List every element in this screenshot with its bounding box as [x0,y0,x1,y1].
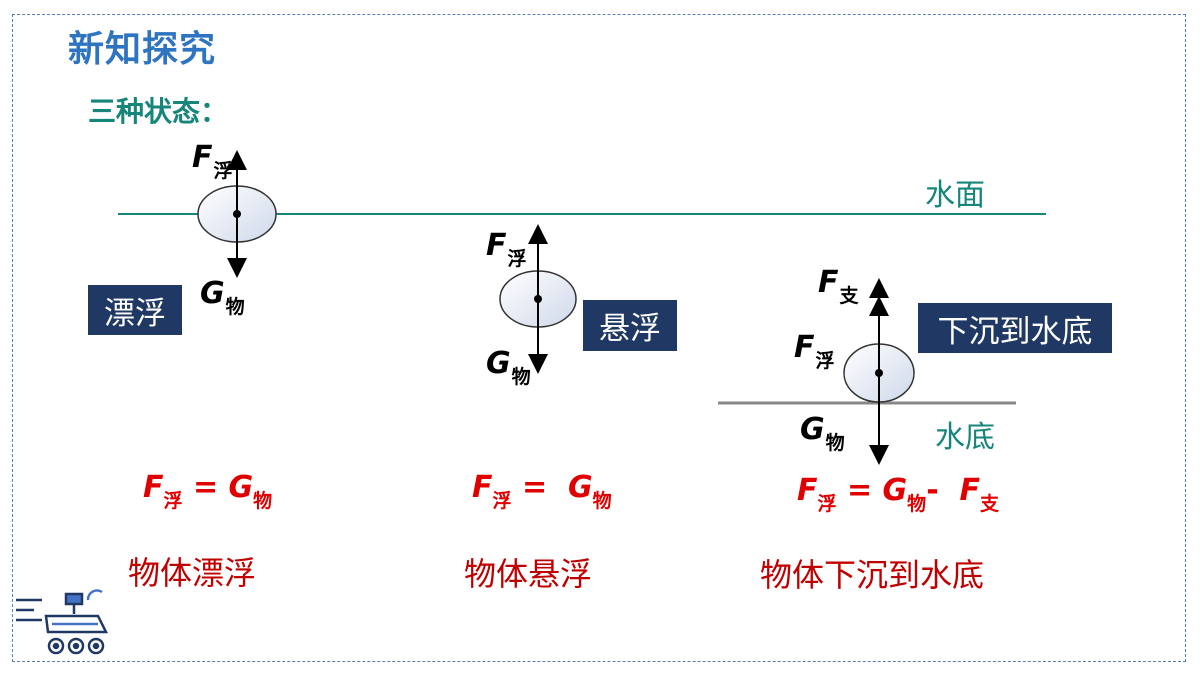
buoyancy-label-1: F浮 [192,140,233,182]
state-box-floating: 漂浮 [88,285,182,335]
support-label-3: F支 [818,265,859,307]
state-box-suspended: 悬浮 [583,300,677,351]
page-title: 新知探究 [68,29,217,70]
water-bottom-label: 水底 [935,420,995,455]
formula-floating: F浮 = G物 [143,470,273,512]
formula-sunk: F浮 = G物- F支 [797,473,1000,515]
caption-floating: 物体漂浮 [128,554,257,592]
caption-suspended: 物体悬浮 [464,555,593,593]
center-dot-1 [233,210,241,218]
gravity-label-2: G物 [486,346,531,388]
center-dot-2 [534,295,542,303]
rover-icon [16,589,109,655]
center-dot-3 [875,369,883,377]
state-box-sunk: 下沉到水底 [918,303,1112,353]
caption-sunk: 物体下沉到水底 [760,556,985,594]
buoyancy-label-3: F浮 [794,330,835,372]
slide-frame [12,14,1186,662]
water-surface-label: 水面 [925,178,985,213]
gravity-label-3: G物 [800,412,845,454]
buoyancy-label-2: F浮 [486,228,527,270]
section-subtitle: 三种状态： [88,95,229,128]
gravity-label-1: G物 [200,276,245,318]
formula-suspended: F浮 = G物 [472,470,612,512]
